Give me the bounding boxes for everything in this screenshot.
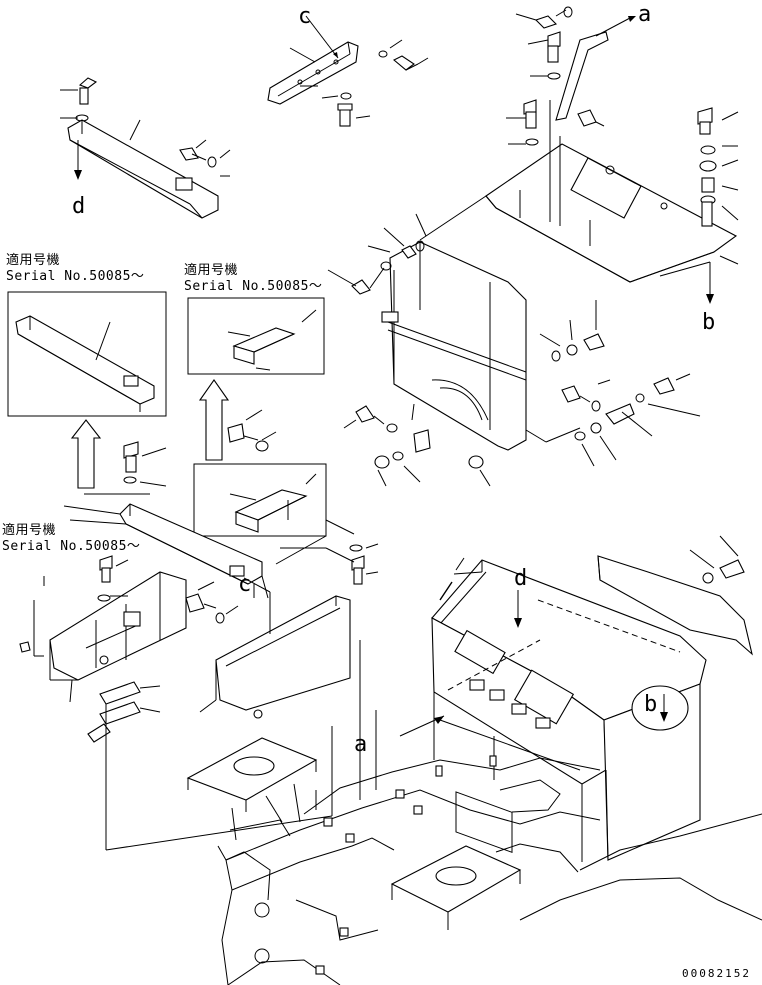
ref-label-a-bottom: a <box>354 732 368 757</box>
serial-note-1-line1: 適用号機 <box>6 253 61 268</box>
serial-note-1-line2: Serial No.50085～ <box>6 269 145 284</box>
serial-note-2-line1: 適用号機 <box>184 263 239 278</box>
serial-note-3-line2: Serial No.50085～ <box>2 539 141 554</box>
serial-note-2-line2: Serial No.50085～ <box>184 279 323 294</box>
center-panel <box>327 195 701 487</box>
serial-note-2: 適用号機 Serial No.50085～ <box>184 264 322 293</box>
top-center-bracket <box>267 15 429 127</box>
ref-label-c-top: c <box>298 4 312 29</box>
center-serial-box <box>187 297 355 565</box>
serial-note-3: 適用号機 Serial No.50085～ <box>2 524 140 553</box>
middle-left-assembly <box>19 441 333 851</box>
ref-label-b-right: b <box>702 310 716 335</box>
top-right-frame <box>485 6 739 304</box>
ref-label-a-top: a <box>638 2 652 27</box>
ref-label-c-mid: c <box>238 572 252 597</box>
ref-label-b-cab: b <box>644 692 658 717</box>
document-number: 00082152 <box>682 967 751 980</box>
cab-assembly <box>399 535 753 862</box>
top-left-beam <box>60 77 231 219</box>
ref-label-d-cab: d <box>514 566 528 591</box>
ref-label-d-left: d <box>72 194 86 219</box>
serial-note-1: 適用号機 Serial No.50085～ <box>6 254 144 283</box>
base-frame <box>186 640 762 985</box>
left-serial-box <box>7 291 167 489</box>
serial-note-3-line1: 適用号機 <box>2 523 57 538</box>
middle-panel <box>199 543 379 719</box>
